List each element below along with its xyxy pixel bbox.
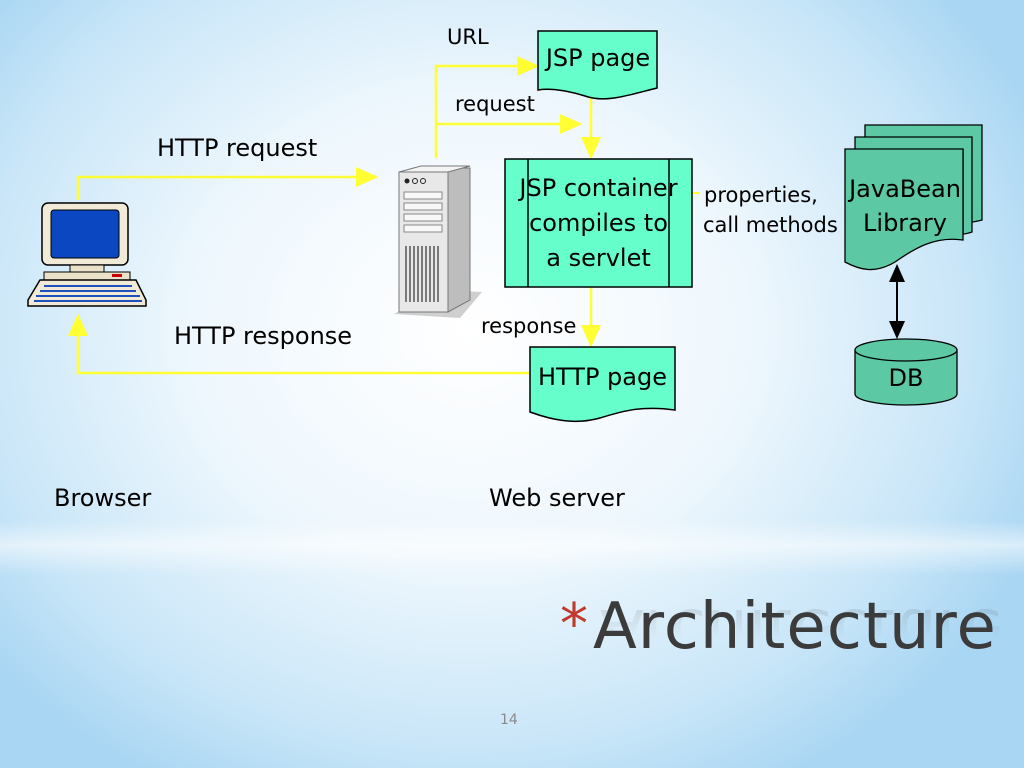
response-label: response: [481, 314, 577, 338]
connector-request: [436, 98, 601, 160]
jsp-page-box: [537, 30, 658, 100]
http-page-box: [529, 346, 676, 423]
properties-label-line2: call methods: [703, 213, 838, 237]
jsp-container-label-line2: compiles to: [529, 209, 668, 237]
desktop-computer-icon: [27, 202, 147, 307]
title-marker: *: [560, 592, 589, 657]
slide-title-text: Architecture: [593, 590, 997, 664]
request-label: request: [455, 92, 535, 116]
jsp-container-label-line1: JSP container: [519, 174, 678, 202]
jsp-page-label: JSP page: [545, 44, 651, 72]
javabean-library-box: [844, 124, 983, 271]
properties-label-line1: properties,: [704, 183, 818, 207]
javabean-label-line1: JavaBean: [849, 175, 961, 203]
db-cylinder: [854, 338, 958, 406]
connector-http-request: [76, 167, 379, 200]
slide-title: *Architecture: [560, 590, 997, 664]
connector-http-response: [68, 313, 530, 375]
javabean-label-line2: Library: [863, 209, 947, 237]
slide-title-reflection: Architecture: [600, 594, 1004, 668]
http-request-label: HTTP request: [157, 134, 318, 162]
page-number: 14: [500, 712, 518, 728]
db-label: DB: [888, 364, 924, 392]
http-response-label: HTTP response: [174, 322, 353, 350]
jsp-container-label-line3: a servlet: [546, 244, 651, 272]
server-tower-icon: [394, 165, 482, 318]
jsp-container-box: [504, 158, 693, 288]
connector-url: [434, 56, 540, 158]
url-label: URL: [447, 25, 489, 49]
web-server-label: Web server: [489, 484, 625, 512]
http-page-label: HTTP page: [538, 363, 667, 391]
browser-label: Browser: [54, 484, 152, 512]
